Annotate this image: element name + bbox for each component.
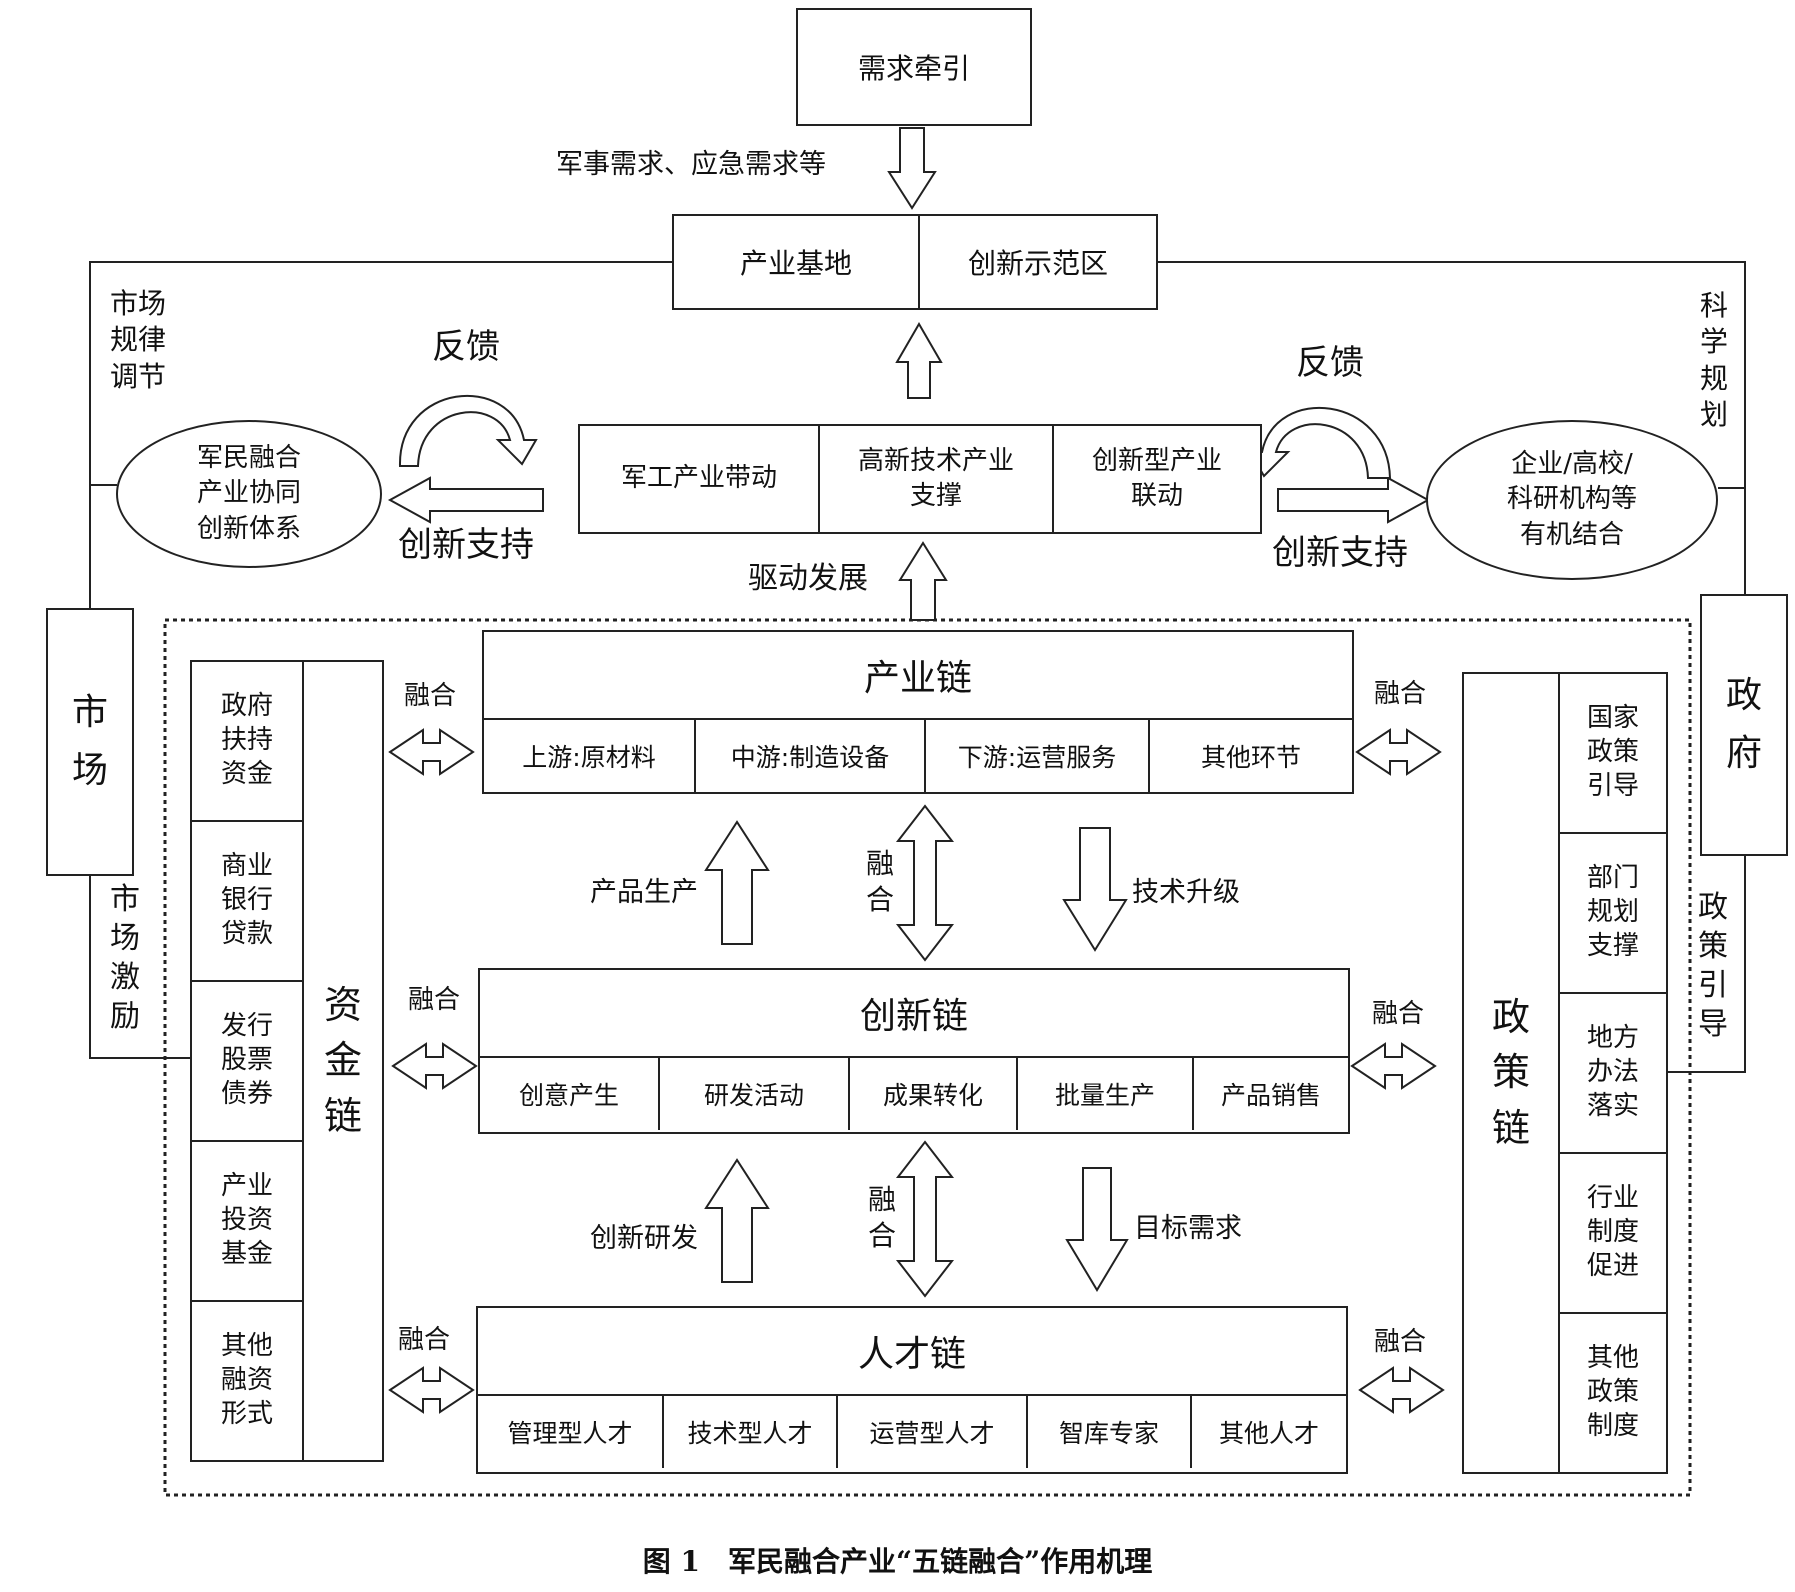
policy-item: 地方 办法 落实 [1560,994,1666,1154]
capital-item: 其他 融资 形式 [220,1331,273,1429]
industry-base: 产业基地 [739,247,852,280]
arrow-demand-down [887,127,937,210]
talent-item: 智库专家 [1026,1396,1190,1468]
science-planning-line [1158,261,1746,594]
science-planning-label: 科 学 规 划 [1700,289,1729,432]
talent-item: 管理型人才 [507,1419,633,1448]
policy-item: 行业 制度 促进 [1560,1154,1666,1314]
talent-item: 其他人才 [1190,1396,1346,1468]
arrow-fusion-vertical-2 [895,1140,955,1298]
government-box: 政 府 [1700,594,1788,856]
industry-item: 其他环节 [1148,720,1352,792]
fusion-label: 融合 [1374,679,1427,709]
arrow-fusion-right-3 [1358,1366,1445,1414]
demand-box: 需求牵引 [796,8,1032,126]
drive-development-label: 驱动发展 [748,561,868,596]
innovation-item: 创意产生 [518,1081,619,1110]
arrow-fusion-left-1 [388,728,475,776]
arrow-product-up [704,820,770,945]
capital-item: 发行 股票 债券 [192,982,302,1142]
market-incentive-line [89,868,190,1059]
policy-item: 部门 规划 支撑 [1560,834,1666,994]
capital-item: 产业 投资 基金 [192,1142,302,1302]
fusion-vertical-label: 融 合 [866,847,895,917]
high-tech-support: 高新技术产业 支撑 [818,426,1052,532]
military-industry-drive: 军工产业带动 [620,463,777,494]
industry-chain-title: 产业链 [484,632,1352,720]
innovation-item: 成果转化 [848,1058,1016,1130]
policy-guidance-label: 政 策 引 导 [1698,890,1728,1042]
industry-chain: 产业链 上游:原材料 中游:制造设备 下游:运营服务 其他环节 [482,630,1354,794]
capital-chain-title: 资 金 链 [323,983,362,1138]
market-regulation-line [89,261,672,608]
innovation-chain: 创新链 创意产生 研发活动 成果转化 批量生产 产品销售 [478,968,1350,1134]
drive-box: 军工产业带动 高新技术产业 支撑 创新型产业 联动 [578,424,1262,534]
innovation-item: 研发活动 [658,1058,848,1130]
fusion-label: 融合 [408,985,461,1015]
market-regulation-label: 市场 规律 调节 [110,287,167,393]
market-incentive-label: 市 场 激 励 [110,882,140,1034]
arrow-fusion-right-2 [1350,1042,1437,1090]
policy-guidance-line [1668,856,1746,1073]
fusion-label: 融合 [398,1325,451,1355]
talent-item: 技术型人才 [662,1396,836,1468]
feedback-curve-right [1248,406,1392,479]
feedback-curve-left [398,394,538,467]
policy-item: 国家 政策 引导 [1560,674,1666,834]
capital-chain: 政府 扶持 资金 商业 银行 贷款 发行 股票 债券 产业 投资 基金 其他 融… [190,660,384,1462]
innovation-support-label-right: 创新支持 [1272,533,1408,573]
policy-chain: 政 策 链 国家 政策 引导 部门 规划 支撑 地方 办法 落实 行业 制度 促… [1462,672,1668,1474]
talent-chain-title: 人才链 [478,1308,1346,1396]
arrow-fusion-right-1 [1355,728,1442,776]
capital-item: 商业 银行 贷款 [192,822,302,982]
industry-item: 上游:原材料 [522,743,656,772]
capital-item: 政府 扶持 资金 [192,662,302,822]
arrow-target-down [1065,1167,1129,1292]
demand-note: 军事需求、应急需求等 [556,149,826,180]
feedback-label-left: 反馈 [432,327,500,367]
industry-item: 下游:运营服务 [924,720,1148,792]
policy-chain-title: 政 策 链 [1464,674,1560,1472]
arrow-drive-up [898,541,948,621]
figure-caption: 图 1 军民融合产业“五链融合”作用机理 [642,1545,1153,1578]
innovation-rd-label: 创新研发 [590,1223,698,1254]
talent-item: 运营型人才 [836,1396,1026,1468]
innovation-support-label-left: 创新支持 [398,525,534,565]
enterprise-university-ellipse: 企业/高校/ 科研机构等 有机结合 [1426,420,1718,580]
fusion-label: 融合 [404,681,457,711]
product-production-label: 产品生产 [590,877,698,908]
base-box: 产业基地 创新示范区 [672,214,1158,310]
arrow-support-right [1277,476,1431,524]
arrow-rd-up [704,1158,770,1283]
fusion-vertical-label: 融 合 [868,1183,897,1253]
innovation-demo-zone: 创新示范区 [918,216,1156,308]
innovation-item: 批量生产 [1016,1058,1192,1130]
fusion-label: 融合 [1372,999,1425,1029]
military-civil-innovation-ellipse: 军民融合 产业协同 创新体系 [116,420,382,568]
innovation-item: 产品销售 [1192,1058,1348,1130]
arrow-fusion-left-3 [388,1366,475,1414]
fusion-label: 融合 [1374,1327,1427,1357]
innovation-chain-title: 创新链 [480,970,1348,1058]
talent-chain: 人才链 管理型人才 技术型人才 运营型人才 智库专家 其他人才 [476,1306,1348,1474]
industry-item: 中游:制造设备 [694,720,924,792]
target-demand-label: 目标需求 [1134,1213,1242,1244]
arrow-tech-down [1062,827,1128,952]
arrow-fusion-left-2 [391,1042,478,1090]
arrow-fusion-vertical-1 [895,804,955,962]
arrow-to-base-up [895,322,943,399]
feedback-label-right: 反馈 [1296,343,1364,383]
tech-upgrade-label: 技术升级 [1132,877,1240,908]
policy-item: 其他 政策 制度 [1586,1343,1639,1441]
innovative-linkage: 创新型产业 联动 [1052,426,1260,532]
market-box: 市 场 [46,608,134,876]
arrow-support-left [387,476,544,524]
